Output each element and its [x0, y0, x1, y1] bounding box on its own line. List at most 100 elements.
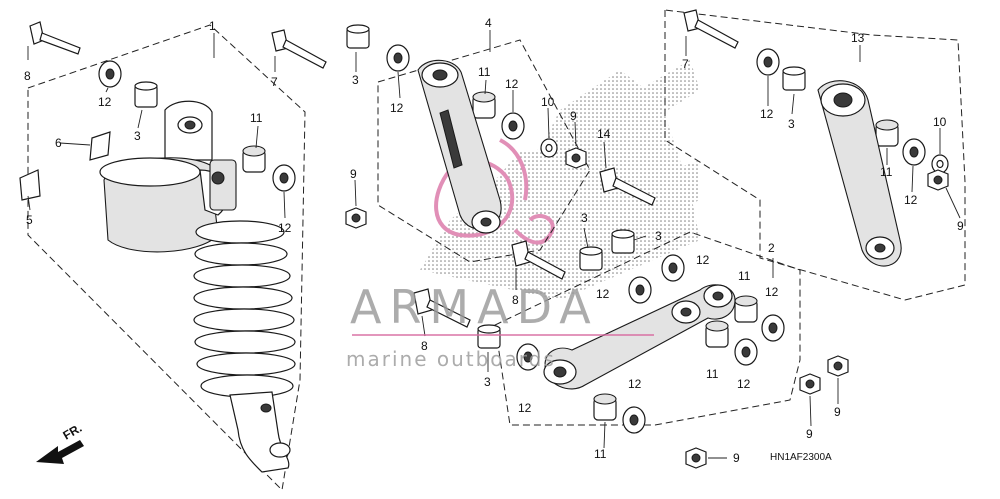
bolt-7-right	[683, 9, 739, 49]
frame-arm-4	[377, 39, 591, 263]
seal-12-f	[902, 138, 926, 166]
watermark-brand: ARMADA	[350, 280, 599, 334]
bearing-11-b	[472, 91, 496, 119]
bolt-7-left	[271, 29, 327, 69]
leader-lines	[27, 30, 961, 459]
nut-9-d	[827, 355, 849, 377]
callout-11-e: 11	[706, 367, 719, 381]
callout-3-d: 3	[581, 211, 588, 225]
bolt-8-mid	[511, 240, 566, 280]
diagram-code: HN1AF2300A	[770, 452, 832, 463]
callout-9-b: 9	[570, 109, 577, 123]
bearing-11-a	[242, 145, 266, 173]
front-direction-indicator: FR.	[36, 421, 84, 464]
callout-3-e: 3	[655, 229, 662, 243]
bearing-11-e	[705, 320, 729, 348]
washer-10-b	[931, 154, 949, 174]
callout-9-c: 9	[957, 219, 964, 233]
callout-3-b: 3	[134, 129, 141, 143]
nut-9-b	[565, 147, 587, 169]
callout-13-arm: 13	[851, 31, 865, 45]
callout-12-l: 12	[628, 377, 642, 391]
callout-12-j: 12	[737, 377, 751, 391]
callout-9-e: 9	[806, 427, 813, 441]
collar-3-d	[611, 229, 635, 254]
collar-3-e	[579, 246, 603, 271]
callout-8-a: 8	[24, 69, 31, 83]
coil-spring	[193, 220, 296, 398]
seal-12-h	[628, 276, 652, 304]
callout-10-b: 10	[933, 115, 947, 129]
seal-12-g	[661, 254, 685, 282]
callout-8-c: 8	[421, 339, 428, 353]
frame-shock-assembly	[27, 24, 306, 492]
callout-3-a: 3	[352, 73, 359, 87]
callout-10-a: 10	[541, 95, 555, 109]
label-piece-5	[19, 169, 41, 201]
callout-12-a: 12	[98, 95, 112, 109]
collar-3-f	[477, 324, 501, 349]
nut-9-a	[345, 207, 367, 229]
callout-12-d: 12	[505, 77, 519, 91]
callout-12-e: 12	[760, 107, 774, 121]
seal-12-a	[98, 60, 122, 88]
collar-3-b	[346, 24, 370, 49]
bearing-11-c	[875, 119, 899, 147]
callout-4-arm: 4	[485, 16, 492, 30]
frame-rod-2	[494, 231, 801, 426]
seal-12-i	[761, 314, 785, 342]
armada-watermark: ARMADA marine outboards	[346, 280, 654, 371]
callout-5: 5	[26, 213, 33, 227]
callout-12-k: 12	[518, 401, 532, 415]
callout-3-c: 3	[788, 117, 795, 131]
connecting-rod-2	[543, 284, 736, 390]
callout-11-a: 11	[250, 111, 263, 125]
callout-7-a: 7	[271, 75, 278, 89]
callout-2-rod: 2	[768, 241, 775, 255]
seal-12-l	[622, 406, 646, 434]
bearing-11-f	[593, 393, 617, 421]
callout-12-b: 12	[278, 221, 292, 235]
collar-3-c	[782, 66, 806, 91]
bolt-14	[599, 167, 656, 206]
callout-7-b: 7	[682, 57, 689, 71]
callout-12-i: 12	[765, 285, 779, 299]
callout-12-c: 12	[390, 101, 404, 115]
front-direction-label: FR.	[61, 421, 85, 443]
callout-8-b: 8	[512, 293, 519, 307]
cushion-arm-4	[417, 59, 502, 234]
bearing-11-d	[734, 295, 758, 323]
callout-9-f: 9	[733, 451, 740, 465]
callout-12-g: 12	[696, 253, 710, 267]
callout-12-h: 12	[596, 287, 610, 301]
callout-9-a: 9	[350, 167, 357, 181]
seal-12-j	[734, 338, 758, 366]
nut-9-e	[799, 373, 821, 395]
callout-11-d: 11	[738, 269, 751, 283]
seal-12-e	[756, 48, 780, 76]
seal-12-b	[272, 164, 296, 192]
seal-12-c	[386, 44, 410, 72]
callout-12-f: 12	[904, 193, 918, 207]
washer-10-a	[540, 138, 558, 158]
label-piece-6	[89, 131, 111, 161]
shock-absorber	[99, 100, 296, 473]
nut-9-f	[685, 447, 707, 469]
callouts: 1 2 4 13 8 7 7 3 3 3 3 3 3 12 12 12 12 1…	[24, 16, 964, 465]
callout-9-d: 9	[834, 405, 841, 419]
bolt-8-top	[29, 21, 81, 55]
seal-12-k	[516, 343, 540, 371]
callout-14: 14	[597, 127, 611, 141]
callout-3-f: 3	[484, 375, 491, 389]
callout-11-c: 11	[880, 165, 893, 179]
nut-9-c	[927, 169, 949, 191]
callout-11-f: 11	[594, 447, 607, 461]
callout-11-b: 11	[478, 65, 491, 79]
callout-1-shock: 1	[209, 19, 216, 33]
bolt-8-low	[413, 288, 471, 328]
collar-3-a	[134, 81, 158, 108]
callout-6: 6	[55, 136, 62, 150]
seal-12-d	[501, 112, 525, 140]
